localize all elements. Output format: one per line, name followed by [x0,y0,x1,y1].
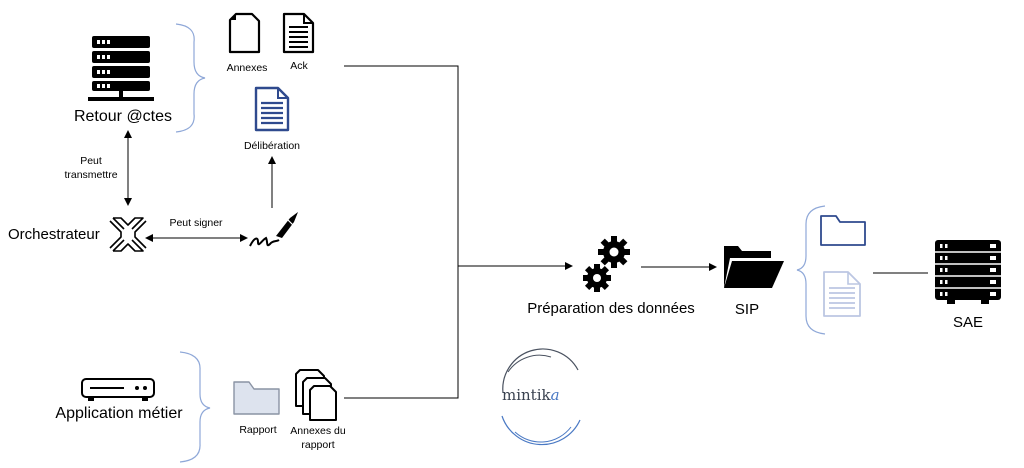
bracket-application [179,351,211,463]
application-label: Application métier [55,405,183,422]
rapport-folder-icon [233,381,280,415]
signature-icon [249,212,298,247]
orchestrateur-icon [109,217,147,252]
orchestrateur-label: Orchestrateur [8,226,100,243]
rapport-label: Rapport [239,424,277,436]
mintika-logo-main: mintik [502,386,551,404]
gears-icon [583,236,630,292]
annexes-doc-icon [228,12,261,54]
annexes-label: Annexes [226,62,268,74]
annexes-rapport-label-1: Annexes du [290,425,346,437]
bracket-sip [796,205,826,335]
edge-label-transmettre: transmettre [64,169,118,181]
line-retour-junction [344,65,459,399]
stacked-docs-icon [295,369,337,421]
retour-label: Retour @ctes [73,108,173,125]
annexes-rapport-label-2: rapport [301,439,335,451]
edge-label-peut: Peut [80,155,102,167]
mintika-logo-accent: a [550,386,560,404]
ack-doc-icon [282,12,315,54]
faded-doc-icon [823,271,861,317]
open-folder-icon [724,246,784,288]
bracket-retour [175,23,206,133]
sae-server-icon [935,240,1001,304]
sae-label: SAE [952,314,984,331]
server-icon [88,36,154,101]
mintika-logo [501,348,581,446]
deliberation-label: Délibération [243,140,301,152]
ack-label: Ack [290,60,308,72]
device-icon [81,378,155,401]
deliberation-doc-icon [254,86,290,132]
mintika-logo-text: mintika [502,386,560,404]
edge-label-peut-signer: Peut signer [169,217,223,229]
sip-label: SIP [734,301,760,318]
folder-icon [820,215,866,246]
preparation-label: Préparation des données [527,300,695,317]
